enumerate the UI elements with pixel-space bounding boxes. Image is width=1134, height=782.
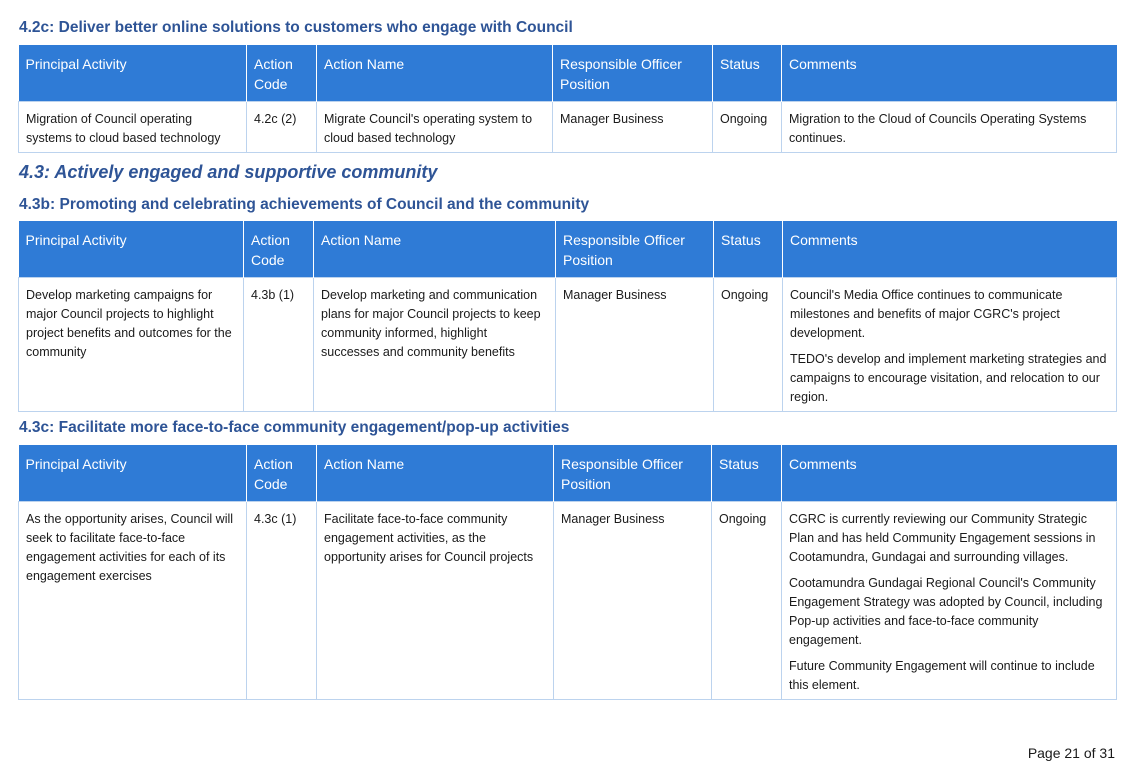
table-header-row: Principal Activity Action Code Action Na… <box>18 45 1117 102</box>
table-row: Develop marketing campaigns for major Co… <box>18 277 1117 412</box>
cell-action-code: 4.3b (1) <box>243 277 314 412</box>
cell-action-name: Develop marketing and communication plan… <box>313 277 556 412</box>
cell-responsible-officer: Manager Business <box>555 277 714 412</box>
column-header-responsible-officer: Responsible Officer Position <box>553 445 712 502</box>
column-header-comments: Comments <box>782 221 1117 278</box>
section-heading-4-2c: 4.2c: Deliver better online solutions to… <box>19 19 573 36</box>
cell-status: Ongoing <box>713 277 783 412</box>
comment-paragraph: Cootamundra Gundagai Regional Council's … <box>789 576 1103 647</box>
page-number: Page 21 of 31 <box>1027 745 1115 761</box>
cell-comments: CGRC is currently reviewing our Communit… <box>781 501 1117 700</box>
cell-responsible-officer: Manager Business <box>553 501 712 700</box>
cell-principal-activity: Develop marketing campaigns for major Co… <box>18 277 244 412</box>
section-heading-4-3: 4.3: Actively engaged and supportive com… <box>19 162 438 182</box>
section-heading-4-3c: 4.3c: Facilitate more face-to-face commu… <box>19 419 570 436</box>
column-header-status: Status <box>711 445 782 502</box>
report-table-4-3c: Principal Activity Action Code Action Na… <box>18 445 1117 700</box>
comment-paragraph: Council's Media Office continues to comm… <box>790 288 1063 340</box>
column-header-status: Status <box>713 221 783 278</box>
table-row: Migration of Council operating systems t… <box>18 101 1117 153</box>
table-header-row: Principal Activity Action Code Action Na… <box>18 445 1117 502</box>
table-row: As the opportunity arises, Council will … <box>18 501 1117 700</box>
report-table-4-2c: Principal Activity Action Code Action Na… <box>18 45 1117 153</box>
column-header-action-code: Action Code <box>243 221 314 278</box>
comment-paragraph: CGRC is currently reviewing our Communit… <box>789 512 1096 564</box>
section-heading-4-3b: 4.3b: Promoting and celebrating achievem… <box>19 196 590 213</box>
column-header-action-code: Action Code <box>246 445 317 502</box>
column-header-action-code: Action Code <box>246 45 317 102</box>
comment-paragraph: TEDO's develop and implement marketing s… <box>790 352 1107 404</box>
column-header-principal-activity: Principal Activity <box>18 221 244 278</box>
report-table-4-3b: Principal Activity Action Code Action Na… <box>18 221 1117 412</box>
column-header-action-name: Action Name <box>316 45 553 102</box>
comment-paragraph: Migration to the Cloud of Councils Opera… <box>789 112 1087 145</box>
column-header-responsible-officer: Responsible Officer Position <box>555 221 714 278</box>
column-header-responsible-officer: Responsible Officer Position <box>552 45 713 102</box>
column-header-action-name: Action Name <box>313 221 556 278</box>
column-header-action-name: Action Name <box>316 445 554 502</box>
column-header-comments: Comments <box>781 445 1117 502</box>
column-header-principal-activity: Principal Activity <box>18 445 247 502</box>
cell-responsible-officer: Manager Business <box>552 101 713 153</box>
cell-principal-activity: As the opportunity arises, Council will … <box>18 501 247 700</box>
cell-action-code: 4.2c (2) <box>246 101 317 153</box>
cell-status: Ongoing <box>711 501 782 700</box>
cell-comments: Council's Media Office continues to comm… <box>782 277 1117 412</box>
comment-paragraph: Future Community Engagement will continu… <box>789 659 1095 692</box>
column-header-status: Status <box>712 45 782 102</box>
cell-action-code: 4.3c (1) <box>246 501 317 700</box>
column-header-principal-activity: Principal Activity <box>18 45 247 102</box>
cell-action-name: Facilitate face-to-face community engage… <box>316 501 554 700</box>
cell-status: Ongoing <box>712 101 782 153</box>
cell-comments: Migration to the Cloud of Councils Opera… <box>781 101 1117 153</box>
column-header-comments: Comments <box>781 45 1117 102</box>
cell-action-name: Migrate Council's operating system to cl… <box>316 101 553 153</box>
table-header-row: Principal Activity Action Code Action Na… <box>18 221 1117 278</box>
cell-principal-activity: Migration of Council operating systems t… <box>18 101 247 153</box>
